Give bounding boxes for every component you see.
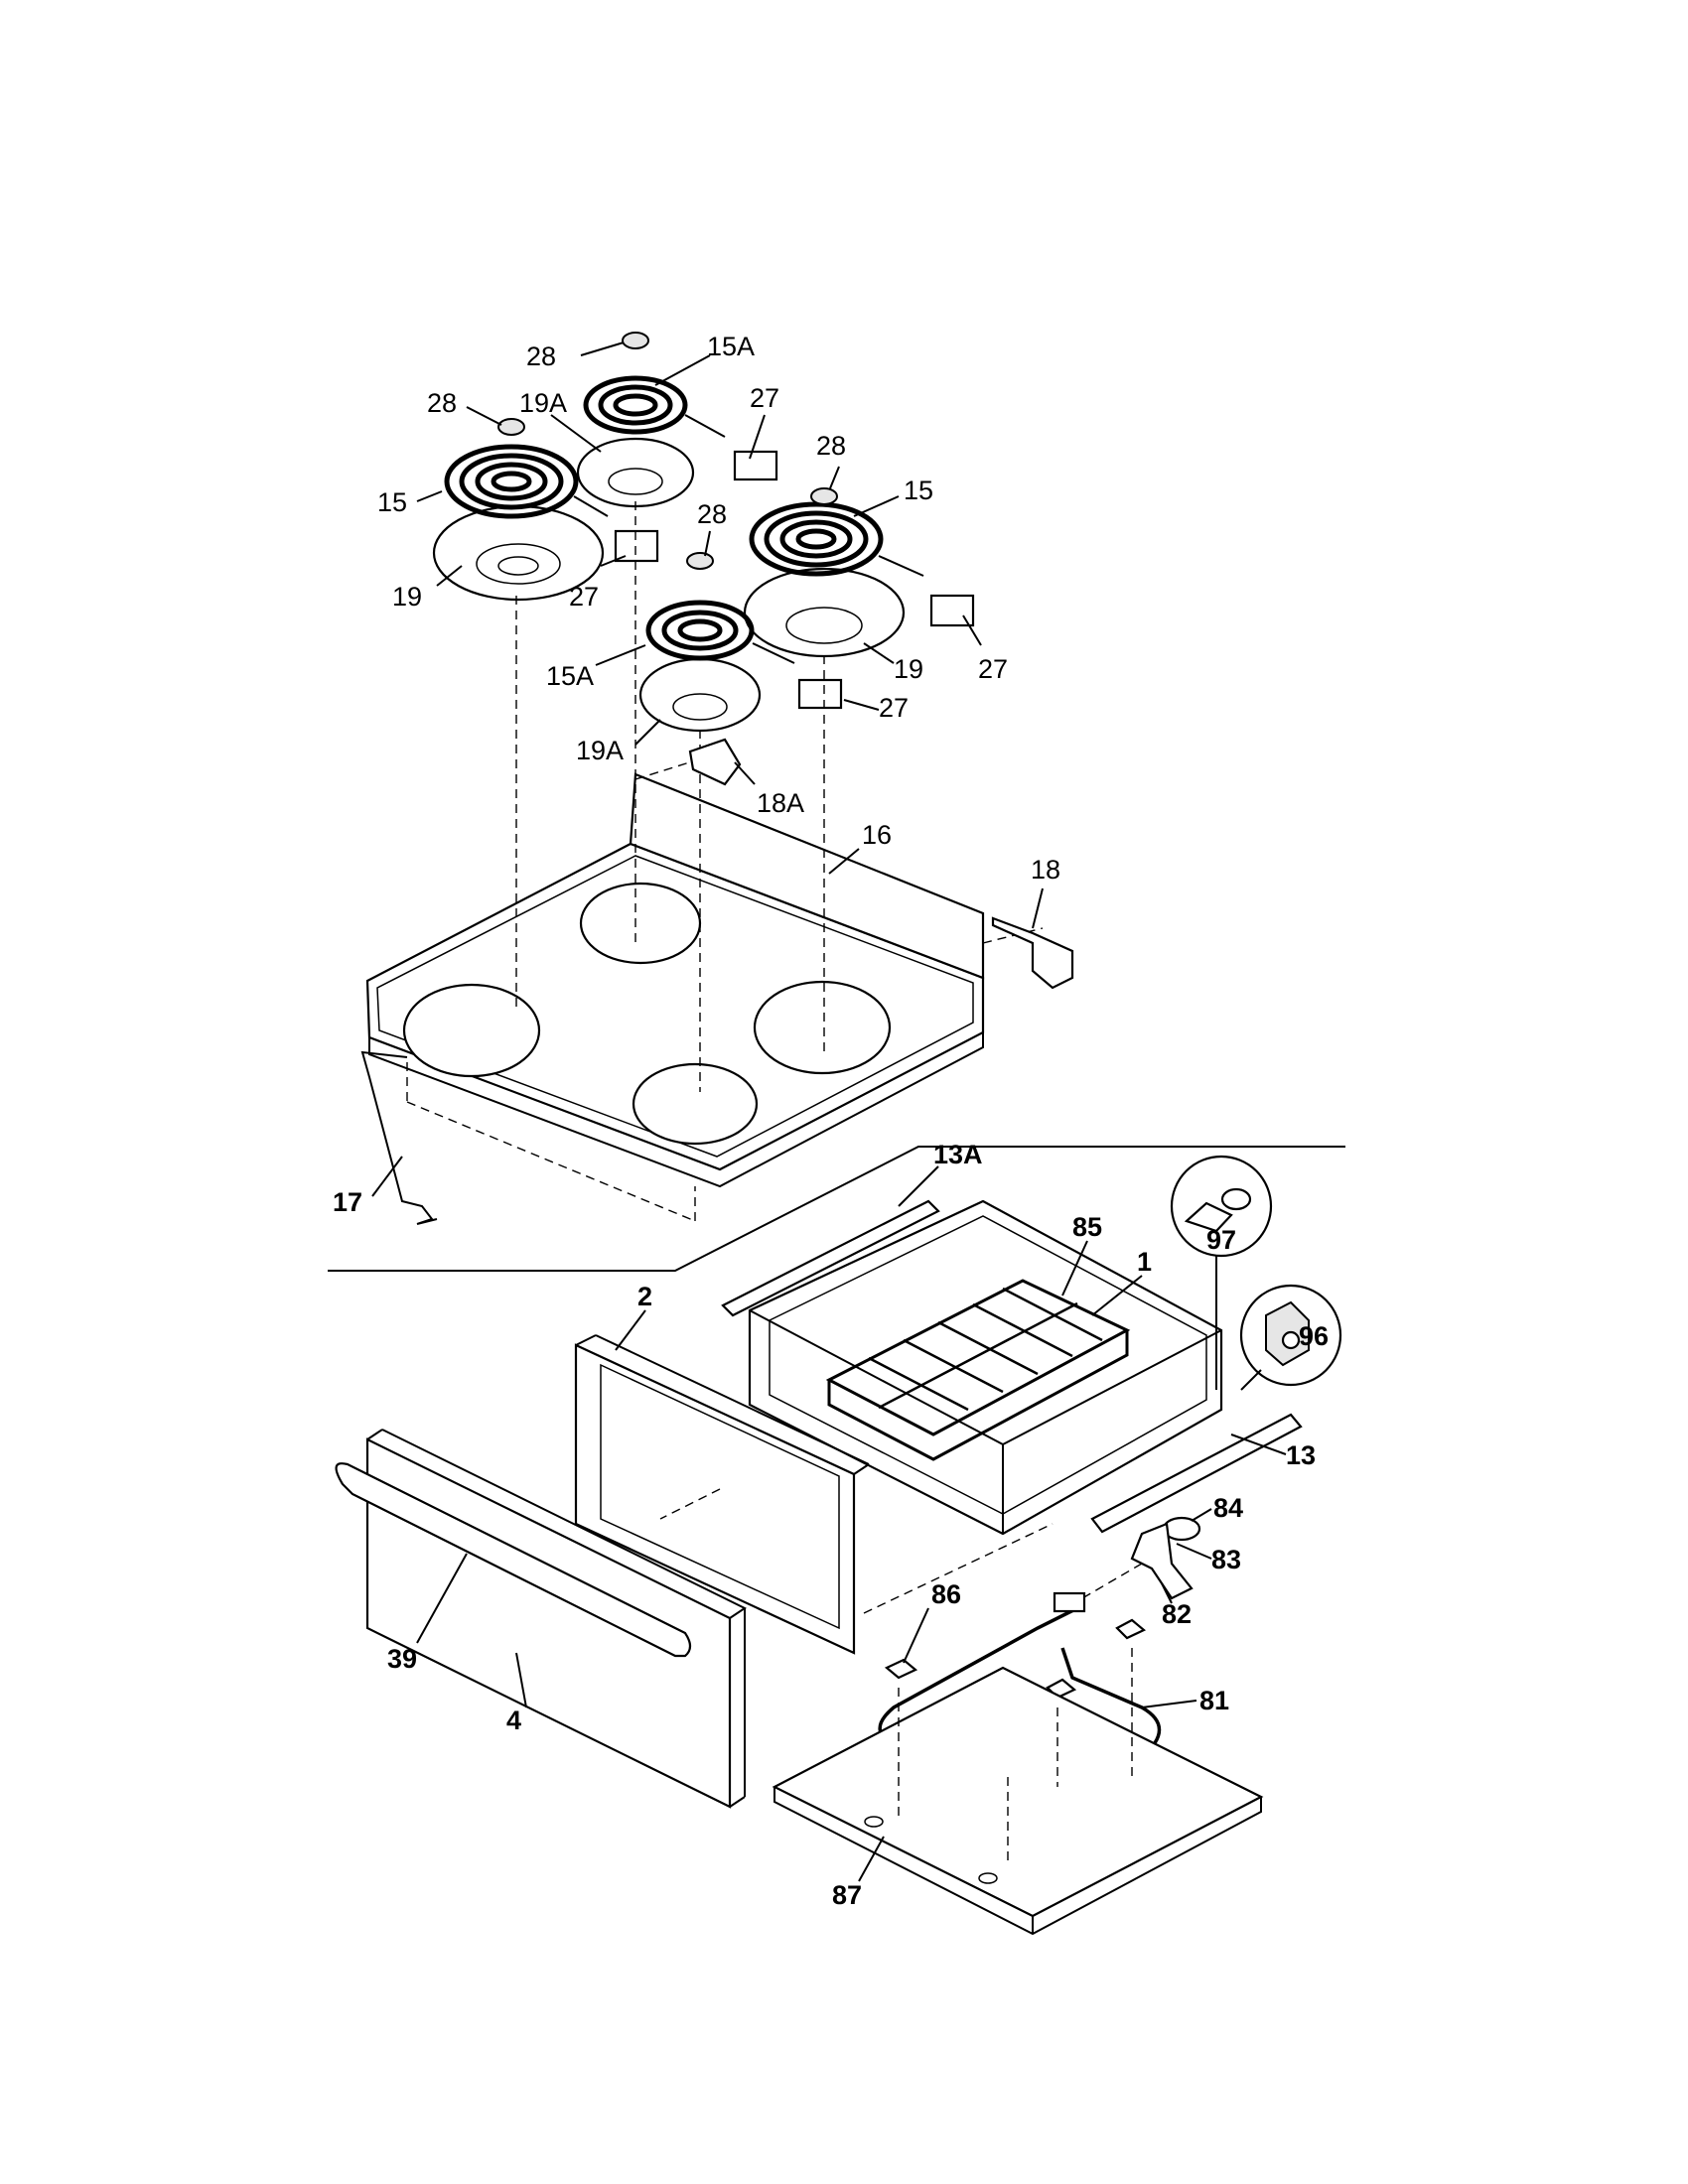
- alignment-lines-top: [406, 501, 1044, 1222]
- callout-19-right: 19: [894, 654, 923, 684]
- drawer-slide-13: [1090, 1413, 1303, 1534]
- callout-81: 81: [1199, 1686, 1229, 1715]
- callout-27-front: 27: [879, 693, 909, 723]
- burner-left-15: [432, 444, 659, 602]
- drawer-handle: [335, 1462, 692, 1658]
- callout-83: 83: [1211, 1545, 1241, 1574]
- callout-labels: 28 15A 28 19A 27 28 15 15 19 27 28 15A 1…: [333, 332, 1329, 1910]
- support-wire-17: [360, 1050, 438, 1225]
- callout-1: 1: [1137, 1247, 1152, 1277]
- callout-87: 87: [832, 1880, 862, 1910]
- callout-15a-front: 15A: [546, 661, 594, 691]
- callout-18a: 18A: [757, 788, 804, 818]
- section-divider: [328, 1146, 1345, 1272]
- callout-84: 84: [1213, 1493, 1243, 1523]
- callout-4: 4: [506, 1706, 521, 1735]
- callout-15a-top: 15A: [707, 332, 755, 361]
- bracket-18: [991, 916, 1074, 990]
- burner-front-15a: [638, 552, 843, 733]
- leader-lines: [371, 341, 1287, 1882]
- callout-16: 16: [862, 820, 892, 850]
- wire-rack: [825, 1279, 1131, 1461]
- callout-28-top: 28: [526, 341, 556, 371]
- callout-15-left: 15: [377, 487, 407, 517]
- main-top: [365, 772, 985, 1188]
- drawer-slide-13a: [721, 1199, 940, 1317]
- callout-86: 86: [931, 1579, 961, 1609]
- drawer-body: [748, 1199, 1223, 1536]
- callout-28-left: 28: [427, 388, 457, 418]
- drawer-frame: [574, 1334, 870, 1655]
- callout-27-top: 27: [750, 383, 779, 413]
- callout-19a-top: 19A: [519, 388, 567, 418]
- callout-13a: 13A: [933, 1140, 983, 1169]
- callout-28-front: 28: [697, 499, 727, 529]
- alignment-lines-drawer: [659, 1488, 1054, 1614]
- callout-97: 97: [1206, 1225, 1236, 1255]
- element-bracket: [1081, 1516, 1201, 1600]
- clip-96-inset: [1239, 1284, 1342, 1391]
- callout-39: 39: [387, 1644, 417, 1674]
- callout-17: 17: [333, 1187, 362, 1217]
- bottom-panel: [772, 1648, 1264, 1936]
- bracket-18a: [688, 738, 742, 786]
- callout-27-left: 27: [569, 582, 599, 612]
- callout-15-right: 15: [904, 476, 933, 505]
- callout-2: 2: [637, 1282, 652, 1311]
- callout-85: 85: [1072, 1212, 1102, 1242]
- callout-27-right: 27: [978, 654, 1008, 684]
- callout-82: 82: [1162, 1599, 1192, 1629]
- callout-13: 13: [1286, 1440, 1316, 1470]
- callout-18: 18: [1031, 855, 1060, 885]
- callout-19a-front: 19A: [576, 736, 624, 765]
- callout-96: 96: [1299, 1321, 1329, 1351]
- screw-97-inset: [1170, 1155, 1273, 1390]
- callout-28-right: 28: [816, 431, 846, 461]
- callout-19-left: 19: [392, 582, 422, 612]
- trim-cap-left: [497, 418, 525, 436]
